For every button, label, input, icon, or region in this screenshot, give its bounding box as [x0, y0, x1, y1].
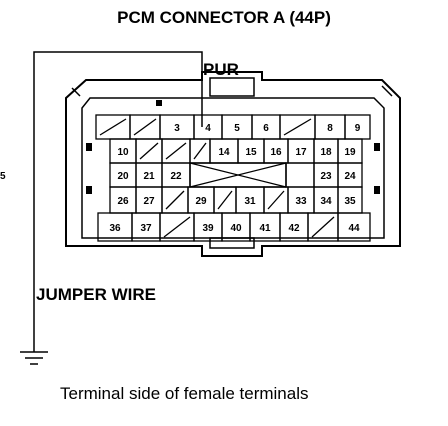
- terminal-number: 27: [143, 196, 155, 207]
- housing-tabs: [86, 100, 380, 194]
- unused-terminal-slash: [311, 216, 335, 238]
- terminal-cell: [285, 162, 315, 188]
- tab-left-2: [86, 186, 92, 194]
- unused-terminal-slash: [267, 190, 285, 210]
- key-left: [71, 87, 81, 97]
- terminal-number: 33: [295, 196, 307, 207]
- terminal-number: 39: [202, 223, 214, 234]
- terminal-number: 44: [348, 223, 360, 234]
- unused-terminal-slash: [193, 142, 207, 160]
- terminal-side-caption: Terminal side of female terminals: [60, 384, 309, 403]
- ground-symbol: [20, 351, 48, 365]
- tab-left-1: [86, 143, 92, 151]
- latch-top: [209, 77, 255, 97]
- terminal-number: 26: [117, 196, 129, 207]
- terminal-number: 4: [205, 123, 211, 134]
- unused-terminal-slash: [165, 190, 185, 210]
- latch-bottom: [209, 237, 255, 249]
- connector-housing: [65, 71, 401, 257]
- terminal-number: 10: [117, 147, 129, 158]
- terminal-number: 21: [143, 171, 155, 182]
- terminal-number: 14: [218, 147, 230, 158]
- terminal-grid: 3456891014151617181920212223242526272931…: [0, 114, 371, 242]
- unused-terminal-slash: [163, 216, 191, 238]
- unused-terminal-slash: [217, 190, 233, 210]
- tab-right-2: [374, 186, 380, 194]
- terminal-number: 15: [245, 147, 257, 158]
- terminal-cell: [337, 212, 371, 242]
- terminal-number: 16: [270, 147, 282, 158]
- blank-block-cross: [189, 162, 287, 188]
- tab-top-mark: [156, 100, 162, 106]
- unused-terminal-slash: [133, 118, 157, 136]
- terminal-number: 34: [320, 196, 332, 207]
- jumper-wire: [33, 51, 203, 352]
- key-right: [381, 85, 393, 97]
- wire-color-label: PUR: [203, 60, 239, 79]
- terminal-number: 29: [195, 196, 207, 207]
- blank-center-block: [189, 162, 287, 188]
- terminal-number: 42: [288, 223, 300, 234]
- diagram-title: PCM CONNECTOR A (44P): [117, 8, 331, 27]
- terminal-number: 3: [174, 123, 180, 134]
- terminal-number: 35: [344, 196, 356, 207]
- terminal-number: 41: [259, 223, 271, 234]
- terminal-number: 5: [234, 123, 240, 134]
- terminal-number: 23: [320, 171, 332, 182]
- tab-right-1: [374, 143, 380, 151]
- terminal-number: 17: [295, 147, 307, 158]
- terminal-number: 19: [344, 147, 356, 158]
- terminal-number: 6: [263, 123, 269, 134]
- terminal-number: 31: [244, 196, 256, 207]
- terminal-number: 24: [344, 171, 356, 182]
- housing-outer: [65, 71, 401, 257]
- terminal-number: 37: [140, 223, 152, 234]
- unused-terminal-slash: [283, 118, 312, 136]
- wire-and-ground: [20, 51, 203, 365]
- housing-inner: [81, 97, 385, 239]
- jumper-wire-label: JUMPER WIRE: [36, 285, 156, 304]
- unused-terminal-slash: [139, 142, 159, 160]
- terminal-number: 40: [230, 223, 242, 234]
- terminal-number: 18: [320, 147, 332, 158]
- unused-terminal-slash: [165, 142, 187, 160]
- terminal-number: 9: [355, 123, 361, 134]
- unused-terminal-slash: [99, 118, 127, 136]
- terminal-number: 20: [117, 171, 129, 182]
- terminal-number: 22: [170, 171, 182, 182]
- terminal-number: 36: [109, 223, 121, 234]
- terminal-number: 25: [0, 171, 6, 182]
- terminal-number: 8: [327, 123, 333, 134]
